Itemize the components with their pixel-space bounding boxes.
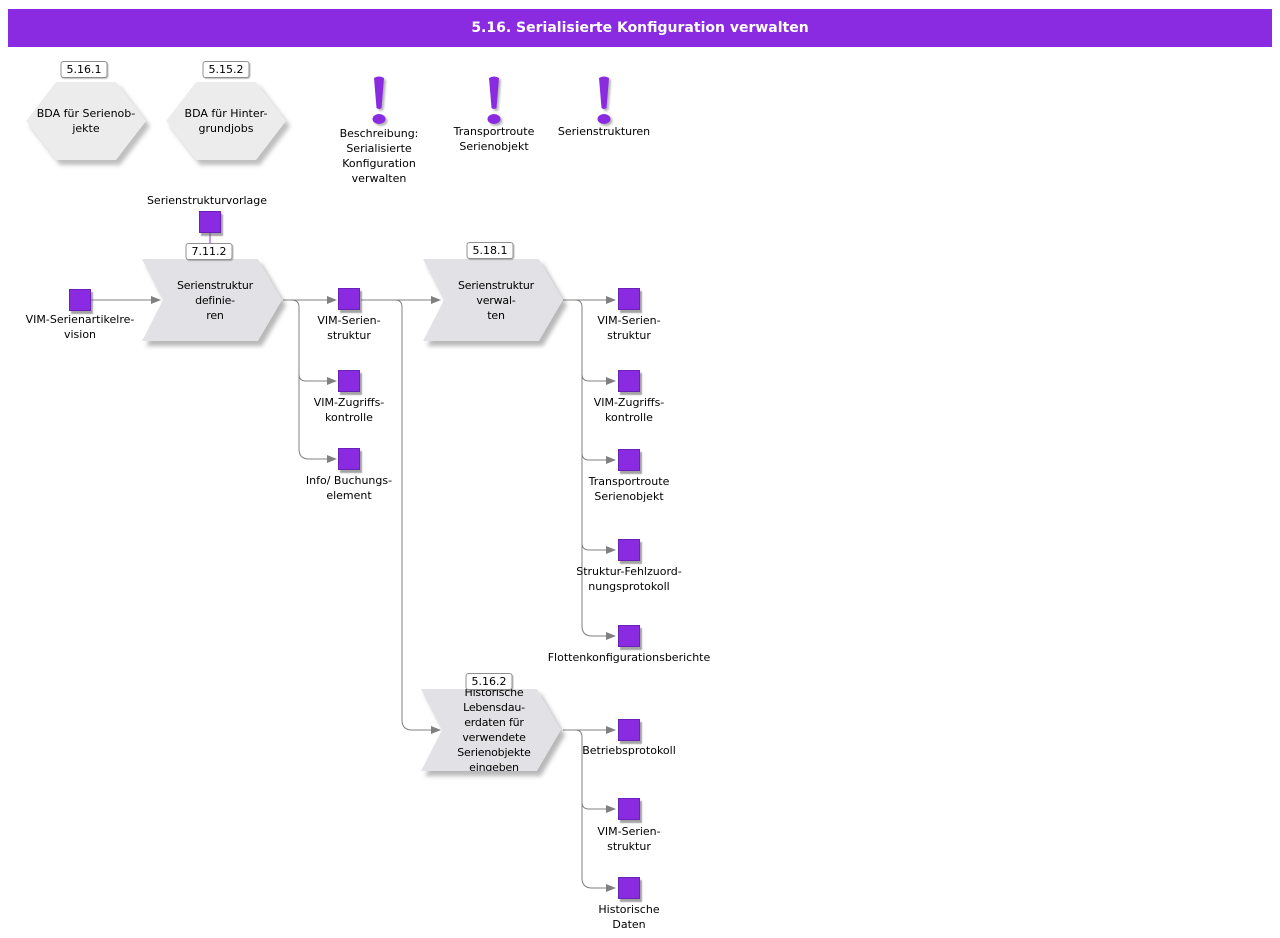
data-object-historische-daten[interactable] [618,877,640,899]
data-object-serienstrukturvorlage[interactable] [199,211,221,233]
label-historische-daten: Historische Daten [598,903,660,931]
data-object-vim-serienartikelrevision[interactable] [69,289,91,311]
data-object-vim-serienstruktur-1[interactable] [338,288,360,310]
exclamation-icon[interactable] [483,76,505,130]
badge-7-11-2[interactable]: 7.11.2 [185,243,233,260]
exclamation-icon[interactable] [368,76,390,130]
process-label: Serienstruktur verwal- ten [423,259,563,341]
annotation-label-beschreibung: Beschreibung: Serialisierte Konfiguratio… [339,127,419,185]
label-vim-serienartikelrevision: VIM-Serienartikelre- vision [25,313,135,341]
diagram-title-bar: 5.16. Serialisierte Konfiguration verwal… [8,9,1272,47]
data-object-transportroute-serienobjekt[interactable] [618,449,640,471]
hexagon-bda-serienobjekte[interactable]: BDA für Serienob- jekte [26,82,146,160]
label-info-buchungselement: Info/ Buchungs- element [305,474,393,502]
badge-5-16-2[interactable]: 5.16.2 [465,673,513,690]
hexagon-bda-hintergrundjobs[interactable]: BDA für Hinter- grundjobs [166,82,286,160]
label-transportroute-serienobjekt: Transportroute Serienobjekt [588,475,670,503]
data-object-struktur-fehlzuordnungsprotokoll[interactable] [618,539,640,561]
process-label: Serienstruktur definie- ren [142,259,282,341]
label-struktur-fehlzuordnungsprotokoll: Struktur-Fehlzuord- nungsprotokoll [576,565,682,593]
label-betriebsprotokoll: Betriebsprotokoll [582,744,676,757]
process-label: Historische Lebensdau- erdaten für verwe… [421,689,561,771]
label-vim-serienstruktur-2: VIM-Serien- struktur [597,314,661,342]
badge-5-15-2[interactable]: 5.15.2 [202,61,250,78]
annotation-label-transportroute: Transportroute Serienobjekt [453,125,535,153]
process-serienstruktur-definieren[interactable]: Serienstruktur definie- ren [142,259,282,341]
badge-5-16-1[interactable]: 5.16.1 [60,61,108,78]
data-object-vim-zugriffskontrolle-2[interactable] [618,370,640,392]
process-historische-lebensdauerdaten-eingeben[interactable]: Historische Lebensdau- erdaten für verwe… [421,689,561,771]
badge-5-18-1[interactable]: 5.18.1 [466,242,514,259]
exclamation-icon[interactable] [593,76,615,130]
diagram-title: 5.16. Serialisierte Konfiguration verwal… [471,19,809,36]
annotation-label-serienstrukturen: Serienstrukturen [557,125,651,138]
label-vim-serienstruktur-3: VIM-Serien- struktur [597,825,661,853]
data-object-betriebsprotokoll[interactable] [618,719,640,741]
process-serienstruktur-verwalten[interactable]: Serienstruktur verwal- ten [423,259,563,341]
data-object-vim-serienstruktur-3[interactable] [618,798,640,820]
label-vim-serienstruktur-1: VIM-Serien- struktur [317,314,381,342]
data-object-info-buchungselement[interactable] [338,448,360,470]
label-serienstrukturvorlage: Serienstrukturvorlage [146,194,268,207]
data-object-vim-zugriffskontrolle-1[interactable] [338,370,360,392]
label-flottenkonfigurationsberichte: Flottenkonfigurationsberichte [547,651,711,664]
label-vim-zugriffskontrolle-1: VIM-Zugriffs- kontrolle [313,396,385,424]
hexagon-label: BDA für Hinter- grundjobs [166,82,286,160]
data-object-vim-serienstruktur-2[interactable] [618,288,640,310]
label-vim-zugriffskontrolle-2: VIM-Zugriffs- kontrolle [593,396,665,424]
data-object-flottenkonfigurationsberichte[interactable] [618,625,640,647]
hexagon-label: BDA für Serienob- jekte [26,82,146,160]
